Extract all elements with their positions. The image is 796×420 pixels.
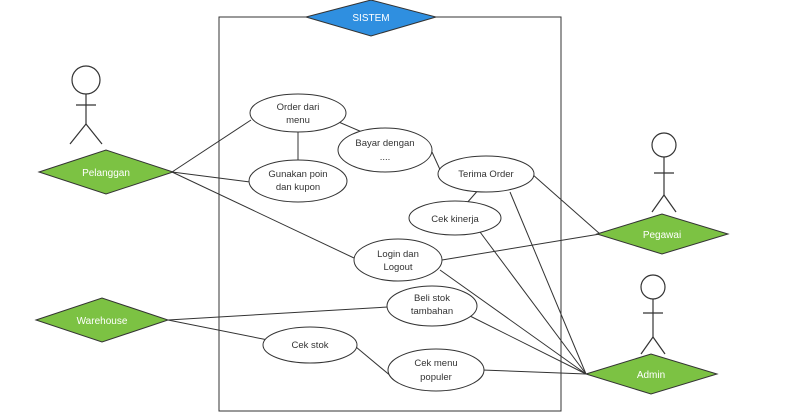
- use-case-bayar: Bayar dengan ....: [337, 127, 433, 173]
- actor-warehouse: Warehouse: [34, 297, 170, 343]
- actor-admin: Admin: [584, 353, 719, 395]
- line-terima-pegawai: [531, 173, 601, 235]
- system-label: SISTEM: [352, 13, 389, 24]
- actor-label: Pegawai: [643, 230, 681, 241]
- line-pelanggan-order: [171, 119, 252, 173]
- use-case-label: menu: [286, 115, 310, 126]
- use-case-cek-kinerja: Cek kinerja: [408, 200, 502, 236]
- use-case-label: Logout: [383, 262, 412, 273]
- system-label-shape: SISTEM: [304, 0, 438, 37]
- line-cekstok-menu: [355, 346, 393, 378]
- stick-figure-icon: [651, 132, 677, 213]
- use-case-label: Cek kinerja: [431, 214, 479, 225]
- line-warehouse-beli: [167, 306, 389, 321]
- use-case-label: Beli stok: [414, 293, 450, 304]
- use-case-label: ....: [380, 152, 391, 163]
- line-terima-admin: [509, 191, 587, 375]
- line-pelanggan-poin: [171, 171, 251, 183]
- association-lines: [167, 119, 601, 378]
- use-case-label: Gunakan poin: [268, 169, 327, 180]
- use-case-cek-menu-populer: Cek menu populer: [387, 348, 485, 392]
- line-login-pegawai: [441, 233, 601, 261]
- use-case-label: dan kupon: [276, 182, 320, 193]
- actor-pegawai: Pegawai: [595, 213, 730, 255]
- use-case-label: Bayar dengan: [355, 138, 414, 149]
- use-case-beli-stok: Beli stok tambahan: [386, 285, 478, 327]
- use-case-order-menu: Order dari menu: [249, 93, 347, 133]
- use-case-label: Terima Order: [458, 169, 513, 180]
- use-case-terima-order: Terima Order: [437, 155, 535, 193]
- use-case-cek-stok: Cek stok: [262, 326, 358, 364]
- use-case-label: Cek menu: [414, 358, 457, 369]
- line-beli-admin: [469, 315, 587, 375]
- actor-pelanggan: Pelanggan: [37, 149, 175, 195]
- stick-figure-icon: [640, 274, 666, 355]
- use-case-label: Order dari: [277, 102, 320, 113]
- use-case-poin-kupon: Gunakan poin dan kupon: [248, 159, 348, 203]
- line-menu-admin: [481, 369, 587, 375]
- line-pelanggan-login: [171, 171, 355, 259]
- line-warehouse-cekstok: [167, 319, 269, 341]
- actor-label: Warehouse: [77, 316, 128, 327]
- line-login-admin: [439, 269, 587, 375]
- actor-label: Admin: [637, 370, 665, 381]
- actor-label: Pelanggan: [82, 168, 130, 179]
- use-case-label: tambahan: [411, 306, 453, 317]
- line-kinerja-admin: [479, 231, 587, 375]
- use-case-label: Login dan: [377, 249, 419, 260]
- use-case-login-logout: Login dan Logout: [353, 238, 443, 282]
- use-case-label: populer: [420, 372, 452, 383]
- use-case-label: Cek stok: [292, 340, 329, 351]
- stick-figure-icon: [69, 65, 103, 145]
